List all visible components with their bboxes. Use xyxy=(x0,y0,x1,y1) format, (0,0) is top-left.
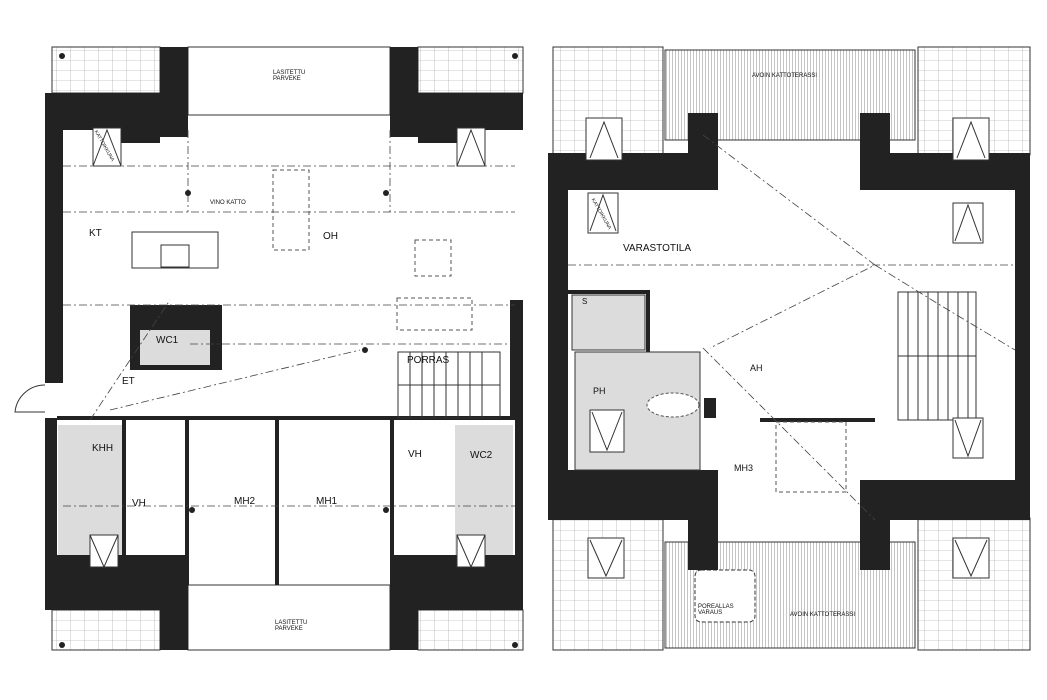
khh-floor xyxy=(58,425,122,555)
room-label-porras: PORRAS xyxy=(407,355,450,366)
railing-strip xyxy=(51,609,161,651)
wc2-floor xyxy=(455,425,513,555)
bathtub xyxy=(646,392,700,418)
sofa xyxy=(396,297,473,331)
room-label-mh2: MH2 xyxy=(234,496,256,507)
room-label-ph: PH xyxy=(593,386,606,396)
room-label-wc1: WC1 xyxy=(156,335,179,346)
room-label-vh-right: VH xyxy=(408,449,422,460)
terrace-label-bottom: AVOIN KATTOTERASSI xyxy=(790,612,856,618)
balcony-label-bottom: LASITETTU PARVEKE xyxy=(275,620,308,632)
dining-table xyxy=(272,169,310,251)
columns xyxy=(59,53,518,648)
staircase-floor-1 xyxy=(397,351,501,419)
room-label-et: ET xyxy=(122,376,135,387)
room-label-khh: KHH xyxy=(92,443,114,454)
terrace-label-top: AVOIN KATTOTERASSI xyxy=(752,73,818,79)
coffee-table xyxy=(414,239,452,277)
hot-tub xyxy=(694,569,756,623)
room-label-oh: OH xyxy=(323,231,338,242)
floor-2-plan xyxy=(548,46,1031,651)
balcony-top xyxy=(187,46,391,116)
room-label-mh1: MH1 xyxy=(316,496,338,507)
ceiling-lines xyxy=(568,134,1016,521)
staircase-floor-2 xyxy=(897,291,977,421)
railing-strip xyxy=(417,46,524,94)
walls xyxy=(548,113,1030,570)
cooktop xyxy=(160,244,190,268)
roof-windows xyxy=(89,127,486,569)
room-label-kt: KT xyxy=(89,228,102,239)
room-label-mh3: MH3 xyxy=(734,463,754,473)
balcony-bottom xyxy=(187,584,391,651)
balcony-label-top: LASITETTU PARVEKE xyxy=(273,70,306,82)
hot-tub-label: POREALLAS VARAUS xyxy=(698,604,734,616)
room-label-wc2: WC2 xyxy=(470,450,493,461)
room-label-vh-left: VH xyxy=(132,498,146,509)
floor-1-plan xyxy=(14,46,524,651)
roof-windows xyxy=(585,117,990,579)
railing-strip xyxy=(417,609,524,651)
entry-door xyxy=(14,384,46,413)
mh3-bed xyxy=(775,421,847,493)
sloped-ceiling-label: VINO KATTO xyxy=(210,200,246,206)
room-label-s: S xyxy=(582,297,588,306)
railing-strip xyxy=(51,46,161,94)
room-label-ah: AH xyxy=(750,363,763,373)
s-floor xyxy=(571,294,646,351)
wc1-floor xyxy=(140,330,210,365)
ceiling-lines xyxy=(63,130,515,507)
room-label-varastotila: VARASTOTILA xyxy=(623,243,691,254)
